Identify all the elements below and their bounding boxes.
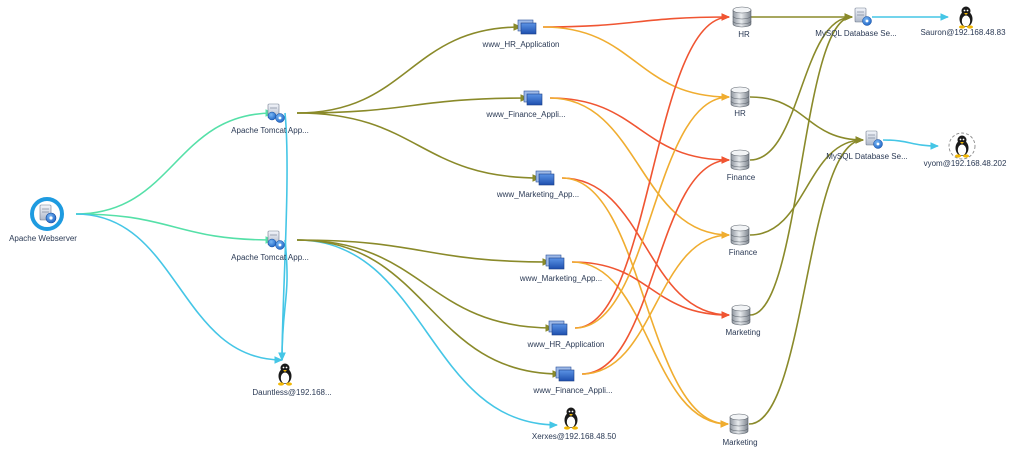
- link-db_mkt1-to-mysql1[interactable]: [749, 13, 853, 316]
- node-www-marketing-application-1[interactable]: www_Marketing_App...: [496, 170, 579, 199]
- node-mysql-database-server-1[interactable]: MySQL Database Se...: [815, 7, 897, 38]
- node-www-marketing-application-2[interactable]: www_Marketing_App...: [519, 254, 602, 283]
- link-tomcat2-to-xerxes[interactable]: [296, 239, 558, 429]
- node-label: HR: [734, 109, 746, 118]
- link-webserver-to-tomcat1[interactable]: [75, 109, 274, 215]
- node-host-vyom[interactable]: vyom@192.168.48.202: [924, 132, 1007, 168]
- link-db_hr2-to-mysql2[interactable]: [749, 96, 864, 144]
- link-db_fin1-to-mysql1[interactable]: [749, 13, 853, 161]
- node-tomcat-app-server-1[interactable]: Apache Tomcat App...: [231, 103, 309, 135]
- node-label: Apache Webserver: [9, 234, 77, 243]
- database-icon: [732, 6, 752, 28]
- application-icon: [517, 19, 537, 35]
- node-label: www_Marketing_App...: [496, 190, 579, 199]
- application-icon: [548, 320, 568, 336]
- link-hr_app1-to-db_hr1[interactable]: [542, 13, 730, 28]
- link-hr_app2-to-db_hr2[interactable]: [574, 93, 730, 329]
- link-mkt_app2-to-db_mkt1[interactable]: [571, 261, 730, 319]
- linux-host-icon: [959, 6, 973, 29]
- node-www-hr-application-1[interactable]: www_HR_Application: [482, 19, 560, 49]
- node-label: Finance: [729, 248, 758, 257]
- application-icon: [523, 90, 543, 106]
- node-db-finance-2[interactable]: Finance: [729, 224, 758, 257]
- database-icon: [730, 149, 750, 171]
- node-db-marketing-2[interactable]: Marketing: [722, 413, 758, 447]
- node-label: Dauntless@192.168...: [252, 388, 331, 397]
- node-db-hr-1[interactable]: HR: [732, 6, 752, 39]
- node-label: www_Marketing_App...: [519, 274, 602, 283]
- node-www-finance-application-1[interactable]: www_Finance_Appli...: [485, 90, 566, 119]
- link-mkt_app2-to-db_mkt2[interactable]: [571, 261, 729, 428]
- database-icon: [729, 413, 749, 435]
- link-tomcat1-to-mkt_app1[interactable]: [296, 112, 541, 182]
- application-icon: [555, 366, 575, 382]
- link-fin_app1-to-db_fin1[interactable]: [549, 97, 730, 164]
- node-label: Apache Tomcat App...: [231, 126, 309, 135]
- node-label: HR: [738, 30, 750, 39]
- database-icon: [730, 86, 750, 108]
- node-db-hr-2[interactable]: HR: [730, 86, 750, 118]
- link-fin_app2-to-db_fin1[interactable]: [581, 156, 730, 375]
- link-fin_app1-to-db_fin2[interactable]: [549, 97, 730, 239]
- node-tomcat-app-server-2[interactable]: Apache Tomcat App...: [231, 230, 309, 262]
- db-server-icon: [865, 130, 883, 149]
- node-host-dauntless[interactable]: Dauntless@192.168...: [252, 363, 332, 398]
- node-label: www_Finance_Appli...: [485, 110, 565, 119]
- link-hr_app1-to-db_hr2[interactable]: [542, 26, 730, 101]
- node-host-xerxes[interactable]: Xerxes@192.168.48.50: [532, 407, 617, 442]
- node-db-finance-1[interactable]: Finance: [727, 149, 756, 182]
- link-tomcat1-to-hr_app1[interactable]: [296, 23, 522, 114]
- link-mysql2-to-vyom[interactable]: [882, 139, 939, 150]
- node-www-finance-application-2[interactable]: www_Finance_Appli...: [532, 366, 613, 395]
- node-label: Marketing: [725, 328, 760, 337]
- application-icon: [535, 170, 555, 186]
- node-label: MySQL Database Se...: [826, 152, 908, 161]
- link-webserver-to-tomcat2[interactable]: [75, 213, 274, 244]
- webserver-icon: [39, 204, 57, 224]
- node-label: Xerxes@192.168.48.50: [532, 432, 617, 441]
- database-icon: [731, 304, 751, 326]
- node-db-marketing-1[interactable]: Marketing: [725, 304, 761, 337]
- database-icon: [730, 224, 750, 246]
- node-label: Apache Tomcat App...: [231, 253, 309, 262]
- app-server-icon: [267, 230, 285, 250]
- linux-host-icon: [564, 407, 578, 430]
- link-db_mkt2-to-mysql2[interactable]: [748, 136, 864, 425]
- dashed-ring: [948, 132, 976, 160]
- link-tomcat1-to-fin_app1[interactable]: [296, 94, 529, 114]
- node-label: www_HR_Application: [527, 340, 605, 349]
- link-db_fin2-to-mysql2[interactable]: [749, 136, 864, 236]
- node-mysql-database-server-2[interactable]: MySQL Database Se...: [826, 130, 908, 161]
- link-tomcat2-to-dauntless[interactable]: [278, 239, 288, 361]
- node-label: Sauron@192.168.48.83: [920, 28, 1006, 37]
- node-www-hr-application-2[interactable]: www_HR_Application: [527, 320, 605, 349]
- node-apache-webserver[interactable]: Apache Webserver: [9, 197, 77, 243]
- db-server-icon: [854, 7, 872, 26]
- link-mkt_app1-to-db_mkt1[interactable]: [561, 177, 730, 319]
- link-mkt_app1-to-db_mkt2[interactable]: [561, 177, 729, 428]
- link-tomcat2-to-mkt_app2[interactable]: [296, 239, 551, 266]
- app-server-icon: [267, 103, 285, 123]
- link-fin_app2-to-db_fin2[interactable]: [581, 231, 730, 375]
- link-hr_app2-to-db_hr1[interactable]: [574, 13, 730, 329]
- node-label: www_Finance_Appli...: [532, 386, 612, 395]
- link-tomcat2-to-fin_app2[interactable]: [296, 239, 561, 378]
- node-label: www_HR_Application: [482, 40, 560, 49]
- application-icon: [545, 254, 565, 270]
- linux-host-icon: [955, 135, 969, 158]
- link-webserver-to-dauntless[interactable]: [75, 213, 283, 364]
- node-label: vyom@192.168.48.202: [924, 159, 1007, 168]
- dependency-links: [75, 13, 949, 429]
- linux-host-icon: [278, 363, 292, 386]
- node-label: MySQL Database Se...: [815, 29, 897, 38]
- node-host-sauron[interactable]: Sauron@192.168.48.83: [920, 6, 1006, 38]
- node-label: Marketing: [722, 438, 757, 447]
- node-label: Finance: [727, 173, 756, 182]
- link-tomcat2-to-hr_app2[interactable]: [296, 239, 554, 332]
